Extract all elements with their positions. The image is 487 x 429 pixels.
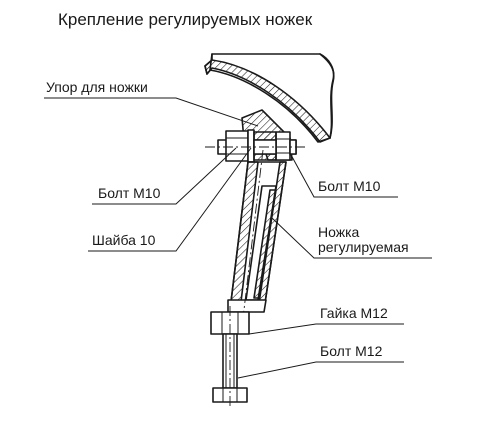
nut-bolt-m12-assembly xyxy=(210,306,250,408)
label-leg-line2: регулируемая xyxy=(318,239,409,255)
adjustable-leg xyxy=(227,149,287,319)
callout-nut-m12: Гайка М12 xyxy=(248,305,404,335)
label-nut-m12: Гайка М12 xyxy=(320,305,388,321)
callouts: Упор для ножки Болт М10 Шайба 10 Болт М1… xyxy=(44,79,432,379)
assembly-drawing xyxy=(204,53,335,408)
callout-washer: Шайба 10 xyxy=(88,147,252,252)
callout-bolt-m10-left: Болт М10 xyxy=(92,147,237,205)
label-bolt-m12: Болт М12 xyxy=(320,343,383,359)
label-bolt-m10-left: Болт М10 xyxy=(98,185,161,201)
table-support xyxy=(204,53,335,143)
callout-bolt-m12: Болт М12 xyxy=(237,343,404,379)
callout-leg-stop: Упор для ножки xyxy=(44,79,259,127)
label-leg-line1: Ножка xyxy=(318,224,360,240)
bolt-m10-assembly xyxy=(205,129,308,163)
callout-bolt-m10-right: Болт М10 xyxy=(289,152,398,198)
diagram-title: Крепление регулируемых ножек xyxy=(58,10,313,29)
label-washer: Шайба 10 xyxy=(92,232,156,248)
label-leg-stop: Упор для ножки xyxy=(46,79,148,95)
callout-adjustable-leg: Ножка регулируемая xyxy=(271,217,432,259)
label-bolt-m10-right: Болт М10 xyxy=(318,178,381,194)
